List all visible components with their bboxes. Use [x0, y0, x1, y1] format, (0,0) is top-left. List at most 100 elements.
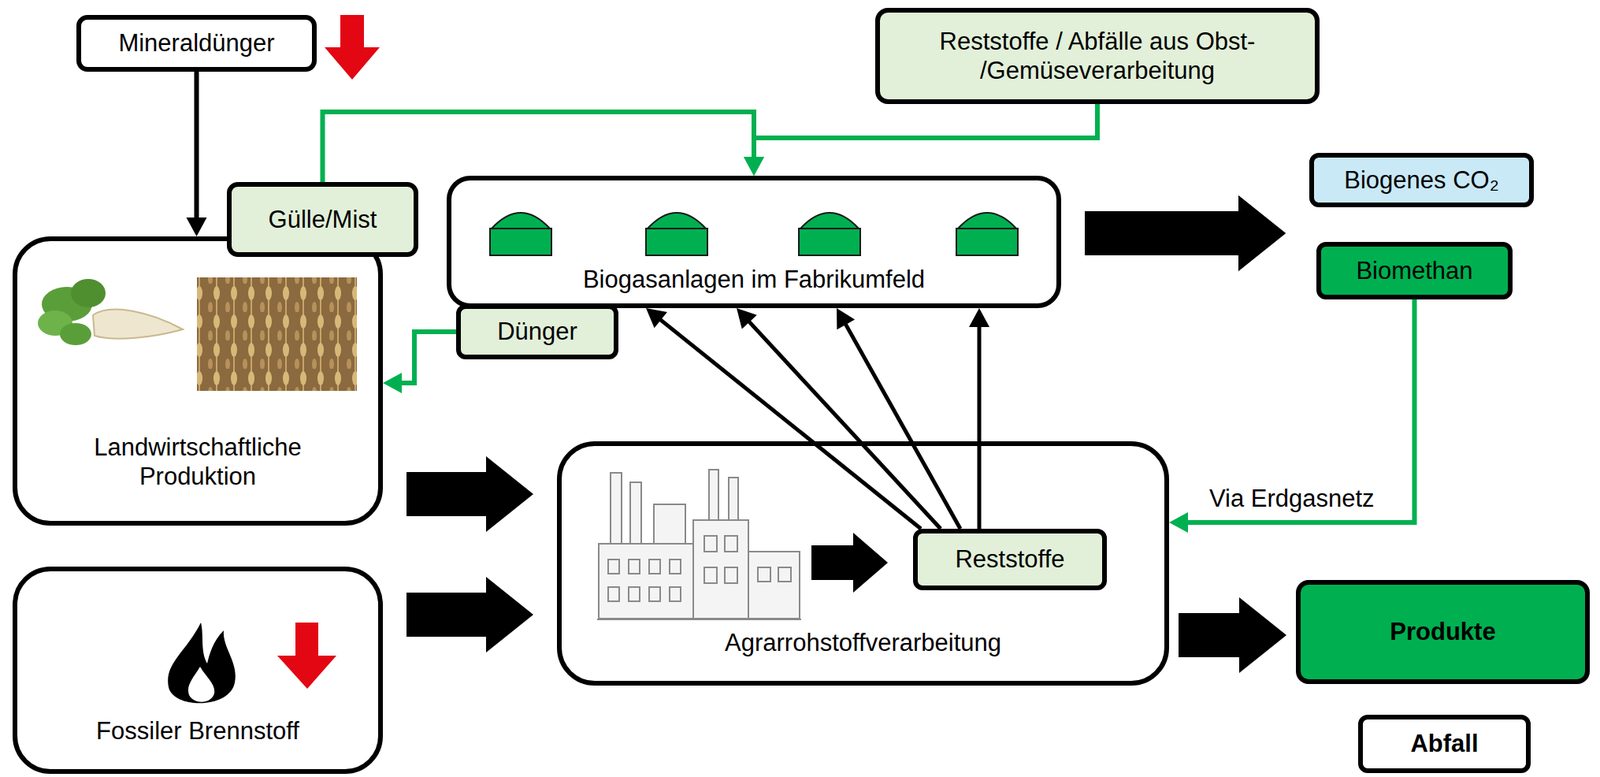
connector-line [194, 71, 200, 219]
connector [968, 308, 990, 529]
building [748, 551, 800, 619]
flame-core [188, 666, 215, 702]
connector [736, 308, 941, 529]
material-box: Dünger [456, 304, 619, 360]
arrow-head [968, 308, 990, 327]
connector [836, 308, 961, 529]
sugar-beet-picture [37, 278, 183, 346]
arrow-head [1169, 512, 1188, 533]
decrease-arrow [277, 622, 337, 689]
ground-line [597, 618, 802, 620]
arrow-head [743, 156, 765, 176]
connector [743, 103, 1098, 176]
connector-line [660, 319, 921, 529]
wheat-ground [196, 277, 357, 391]
flame-icon [167, 622, 236, 703]
flow-arrow [406, 576, 534, 653]
window [724, 535, 738, 552]
dome-top [491, 212, 550, 229]
arrow-head [186, 217, 208, 237]
box-label: Biogasanlagen im Fabrikumfeld [582, 264, 925, 294]
dome-base [798, 228, 861, 256]
output-box: Biomethan [1316, 241, 1513, 300]
flow-arrow [1084, 195, 1286, 271]
box-label: Abfall [1410, 728, 1478, 758]
factory-sketch [597, 469, 802, 620]
box-label: Produkte [1389, 616, 1496, 646]
window [608, 559, 620, 574]
box-label: Landwirtschaftliche Produktion [44, 432, 352, 491]
window [628, 586, 640, 602]
connector-line [977, 326, 982, 529]
plant-group-box: Biogasanlagen im Fabrikumfeld [446, 175, 1062, 309]
arrow-head [736, 308, 758, 329]
box-label: Biogenes CO₂ [1343, 165, 1499, 195]
beet-leaf [59, 322, 92, 346]
dome-base [645, 228, 708, 256]
connector [322, 111, 765, 182]
connector-line [753, 103, 1098, 158]
window [628, 559, 640, 574]
flame-shape [167, 622, 236, 703]
building [598, 543, 694, 619]
box-label: Dünger [497, 316, 578, 346]
wheat-picture [196, 277, 357, 391]
connector-line [400, 331, 457, 383]
process-box: Fossiler Brennstoff [12, 566, 383, 774]
window [704, 567, 717, 583]
dome-base [956, 228, 1018, 256]
output-box: Biogenes CO₂ [1309, 152, 1534, 208]
process-box: Agrarrohstoffverarbeitung Reststoffe [556, 441, 1170, 686]
arrow-head [645, 308, 668, 328]
input-box: Mineraldünger [76, 14, 317, 72]
process-block-arrow [811, 532, 888, 593]
window [649, 559, 661, 574]
product-box: Abfall [1358, 714, 1531, 773]
flow-block-arrow [406, 456, 534, 532]
building [693, 519, 749, 619]
arrow-head [836, 308, 855, 330]
connector [645, 308, 921, 529]
window [669, 559, 681, 574]
dome-base [490, 228, 552, 256]
flow-block-arrow [1084, 195, 1286, 271]
dome-top [800, 212, 859, 229]
box-label: Fossiler Brennstoff [96, 716, 300, 746]
connector-line [1187, 299, 1415, 523]
connector-line [322, 111, 755, 182]
box-label: Mineraldünger [118, 28, 275, 58]
box-label: Gülle/Mist [268, 204, 378, 234]
box-label: Agrarrohstoffverarbeitung [724, 627, 1002, 658]
process-box: Landwirtschaftliche Produktion [12, 236, 383, 526]
window [649, 586, 661, 602]
arrow-head [382, 372, 402, 394]
edge-label: Via Erdgasnetz [1206, 483, 1378, 513]
dome-top [647, 212, 706, 229]
window [724, 567, 738, 583]
beet-root [92, 309, 183, 339]
box-label: Biomethan [1355, 256, 1473, 286]
connector [382, 331, 457, 394]
material-box: Reststoffe [913, 528, 1107, 591]
product-box: Produkte [1295, 579, 1590, 684]
tank [653, 504, 686, 544]
decrease-arrow [324, 14, 380, 80]
box-label: Reststoffe [954, 544, 1065, 574]
flow-block-arrow [406, 576, 534, 653]
flow-block-arrow [1178, 597, 1287, 673]
chimney [630, 482, 642, 544]
window [757, 567, 771, 582]
wheat-ears [196, 277, 357, 391]
chimney [610, 472, 622, 544]
arrow-head [743, 156, 765, 176]
beet-leaf [70, 278, 106, 308]
connector [186, 71, 208, 237]
biogas-domes [490, 212, 1018, 256]
box-label: Reststoffe / Abfälle aus Obst- /Gemüseve… [895, 26, 1300, 86]
connector-line [845, 323, 961, 529]
window [608, 586, 620, 602]
material-box: Gülle/Mist [226, 181, 419, 257]
flow-arrow [406, 456, 534, 532]
window [669, 586, 681, 602]
